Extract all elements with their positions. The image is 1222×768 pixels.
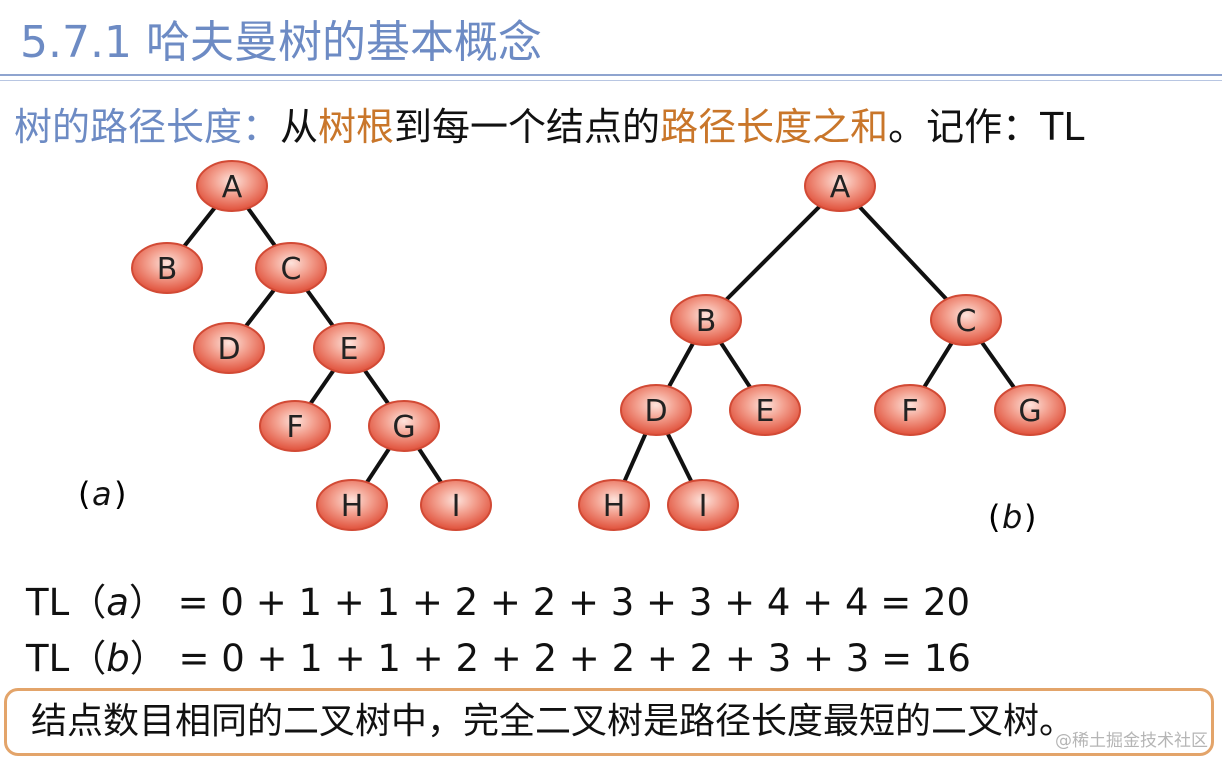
highlight-tree-root: 树根 [318, 105, 395, 149]
node-label: E [340, 332, 359, 367]
node-label: F [286, 410, 303, 445]
tree-a-node-E: E [313, 322, 385, 374]
tree-b-node-B: B [670, 294, 742, 346]
tree-a-node-I: I [420, 479, 492, 531]
tree-a-node-B: B [131, 242, 203, 294]
tree-a-node-F: F [259, 400, 331, 452]
tree-b-node-C: C [930, 294, 1002, 346]
conclusion-box: 结点数目相同的二叉树中，完全二叉树是路径长度最短的二叉树。 [4, 688, 1214, 756]
equation-tl-a: TL（a） = 0 + 1 + 1 + 2 + 2 + 3 + 3 + 4 + … [26, 572, 970, 626]
equation-rest: ） = 0 + 1 + 1 + 2 + 2 + 2 + 2 + 3 + 3 = … [129, 637, 971, 680]
tree-a-caption: ( a ) [78, 475, 126, 513]
definition-term: 树的路径长度： [14, 105, 281, 149]
caption-open: ( [988, 498, 1000, 536]
tree-b-node-H: H [578, 479, 650, 531]
caption-var: b [1002, 498, 1022, 536]
tree-b-node-E: E [729, 384, 801, 436]
tree-a-node-D: D [193, 322, 265, 374]
title-underline [0, 74, 1222, 76]
watermark: @稀土掘金技术社区 [1055, 731, 1208, 751]
node-label: I [452, 489, 461, 524]
node-label: G [392, 410, 415, 445]
tree-a-node-G: G [368, 400, 440, 452]
caption-close: ) [1024, 498, 1036, 536]
equation-prefix: TL（ [26, 581, 107, 624]
node-label: E [756, 394, 775, 429]
title-underline-thin [0, 80, 1222, 81]
tree-a-node-H: H [316, 479, 388, 531]
node-label: F [901, 394, 918, 429]
tree-b-node-A: A [804, 160, 876, 212]
page-title: 5.7.1 哈夫曼树的基本概念 [20, 17, 542, 68]
equation-prefix: TL（ [26, 637, 107, 680]
node-label: D [644, 394, 667, 429]
node-label: B [157, 252, 178, 287]
node-label: H [603, 489, 626, 524]
node-label: G [1018, 394, 1041, 429]
tree-b-node-F: F [874, 384, 946, 436]
tree-a-node-A: A [196, 160, 268, 212]
node-label: A [222, 170, 243, 205]
equation-var: b [106, 637, 130, 680]
tree-a: A B C D E F G H [78, 160, 492, 531]
caption-var: a [92, 475, 112, 513]
highlight-path-sum: 路径长度之和 [660, 105, 889, 149]
tree-b-node-G: G [994, 384, 1066, 436]
tree-b-node-I: I [667, 479, 739, 531]
definition-text-3: 。记作：TL [888, 105, 1085, 149]
node-label: A [830, 170, 851, 205]
equation-var: a [106, 581, 129, 624]
node-label: D [217, 332, 240, 367]
conclusion-text: 结点数目相同的二叉树中，完全二叉树是路径长度最短的二叉树。 [31, 701, 1076, 742]
edge-a-b [704, 184, 842, 322]
definition-text-1: 从 [280, 105, 319, 149]
tree-b-node-D: D [620, 384, 692, 436]
caption-close: ) [114, 475, 126, 513]
caption-open: ( [78, 475, 90, 513]
node-label: C [281, 252, 302, 287]
definition-text-2: 到每一个结点的 [394, 105, 661, 149]
tree-a-node-C: C [255, 242, 327, 294]
tree-b-caption: ( b ) [988, 498, 1036, 536]
equation-rest: ） = 0 + 1 + 1 + 2 + 2 + 3 + 3 + 4 + 4 = … [128, 581, 971, 624]
equation-tl-b: TL（b） = 0 + 1 + 1 + 2 + 2 + 2 + 2 + 3 + … [26, 628, 971, 682]
edge-a-c [838, 184, 968, 322]
tree-b: A B C D E F G H [578, 160, 1066, 536]
node-label: B [696, 304, 717, 339]
node-label: H [341, 489, 364, 524]
node-label: C [956, 304, 977, 339]
node-label: I [699, 489, 708, 524]
definition-line: 树的路径长度：从树根到每一个结点的路径长度之和。记作：TL [14, 96, 1084, 151]
